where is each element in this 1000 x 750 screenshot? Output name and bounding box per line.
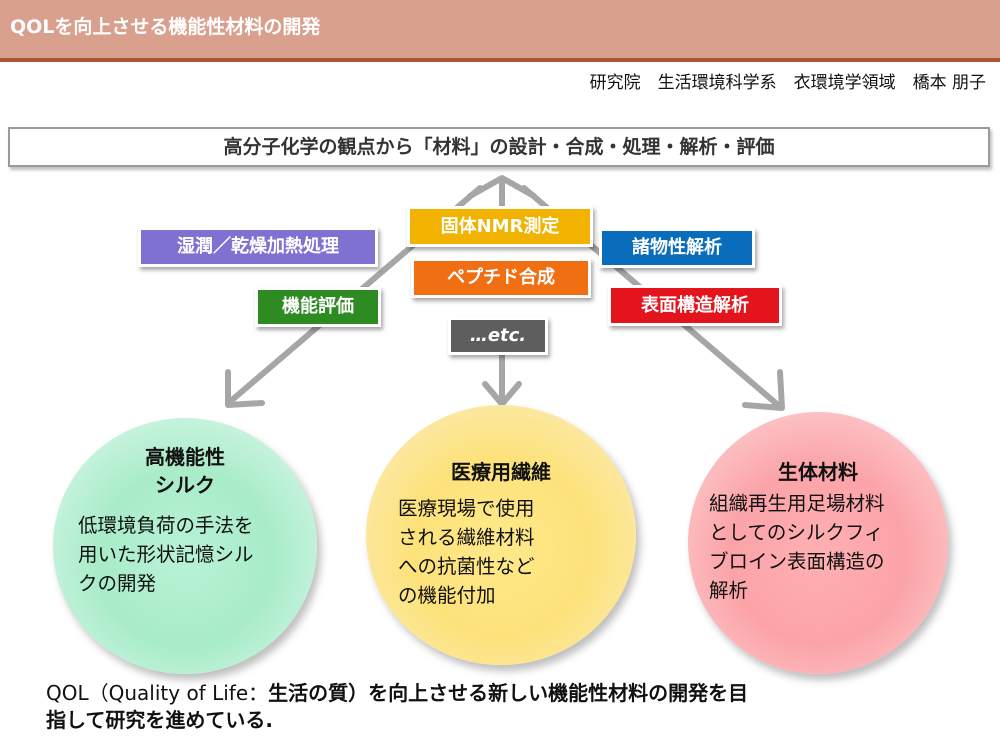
circle-silk [53, 418, 317, 674]
bio-title: 生体材料 [778, 460, 858, 484]
arrow-head-right [742, 369, 785, 411]
circle-medical [366, 405, 636, 665]
medical-body-line2: される繊維材料 [398, 526, 535, 549]
medical-body-line1: 医療現場で使用 [398, 497, 535, 520]
research-scope-box: 高分子化学の観点から「材料」の設計・合成・処理・解析・評価 [8, 127, 990, 167]
silk-title-line1: 高機能性 [145, 445, 225, 469]
medical-body-line4: の機能付加 [398, 584, 496, 607]
slide-title: QOLを向上させる機能性材料の開発 [10, 16, 321, 38]
tag-peptide-synthesis: ペプチド合成 [411, 258, 591, 298]
footer-line2: 指して研究を進めている. [46, 704, 273, 733]
author-affiliation: 研究院 生活環境科学系 衣環境学領域 橋本 朋子 [589, 73, 986, 93]
tag-etc: …etc. [448, 317, 548, 355]
tag-wet-dry-heat: 湿潤／乾燥加熱処理 [138, 227, 378, 267]
footer-qol-label: QOL（Quality of Life： [46, 681, 269, 705]
bio-body-line4: 解析 [709, 579, 749, 602]
circle-biomaterial [688, 412, 948, 674]
tag-physical-properties: 諸物性解析 [599, 228, 755, 268]
header-bar: QOLを向上させる機能性材料の開発 [0, 0, 1000, 58]
silk-body-line1: 低環境負荷の手法を [78, 514, 254, 537]
arrow-head-left [225, 369, 265, 408]
bio-body-line1: 組織再生用足場材料 [709, 492, 885, 515]
footer-line1: QOL（Quality of Life：生活の質）を向上させる新しい機能性材料の… [46, 677, 748, 706]
footer-summary-end: 指して研究を進めている. [46, 708, 273, 732]
footer-summary: 生活の質）を向上させる新しい機能性材料の開発を目 [268, 681, 749, 705]
bio-body-line2: としてのシルクフィ [709, 521, 884, 544]
silk-title-line2: シルク [155, 473, 215, 497]
tag-surface-structure: 表面構造解析 [608, 285, 782, 326]
header-divider [0, 58, 1000, 62]
tag-function-evaluation: 機能評価 [255, 287, 381, 327]
silk-body-line2: 用いた形状記憶シル [78, 543, 254, 566]
silk-body-line3: クの開発 [78, 572, 157, 595]
medical-body-line3: への抗菌性など [398, 555, 535, 578]
tag-solid-nmr: 固体NMR測定 [407, 206, 593, 247]
medical-title: 医療用繊維 [451, 460, 551, 484]
arrow-head-center [482, 381, 522, 407]
bio-body-line3: ブロイン表面構造の [709, 550, 885, 573]
